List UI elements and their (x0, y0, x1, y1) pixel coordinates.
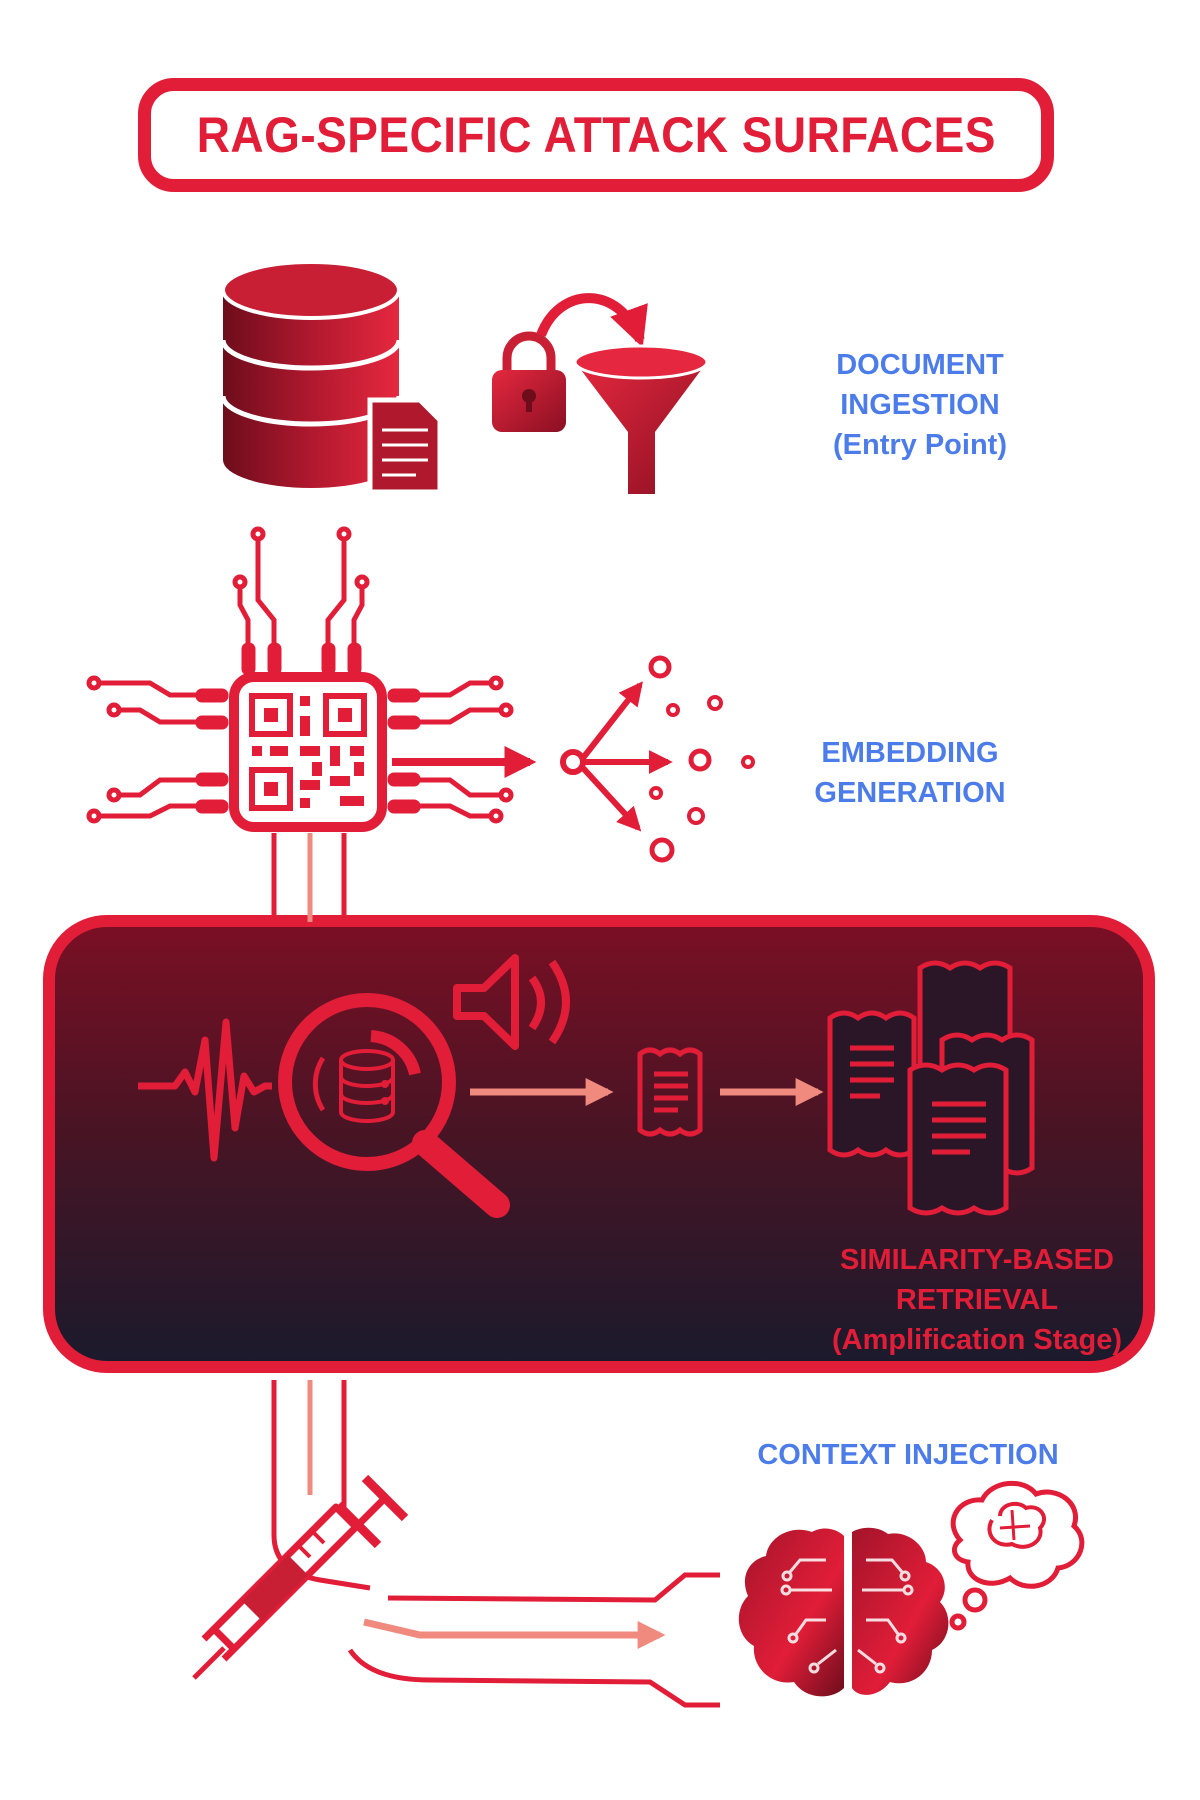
database-icon (220, 260, 402, 488)
brain-icon (738, 1527, 949, 1697)
magnifier-database-icon (278, 993, 510, 1218)
syringe-icon (192, 1474, 409, 1680)
stage-label-context-injection: CONTEXT INJECTION (757, 1439, 1059, 1471)
document-icon (367, 397, 443, 495)
title-box: RAG-SPECIFIC ATTACK SURFACES (138, 78, 1054, 192)
waveform-icon (138, 1018, 272, 1162)
speaker-icon (453, 954, 570, 1050)
curved-arrow-icon (536, 293, 648, 348)
lock-icon (492, 331, 566, 432)
document-stack-icon (827, 960, 1035, 1216)
chip-icon (86, 526, 514, 832)
diagram-title: RAG-SPECIFIC ATTACK SURFACES (196, 107, 996, 163)
vector-spread-icon (392, 655, 755, 863)
stage-label-document-ingestion: DOCUMENT INGESTION (Entry Point) (833, 349, 1007, 461)
chip-bus-lines (271, 833, 347, 922)
funnel-icon (573, 344, 709, 494)
thought-bubble-icon (949, 1480, 1085, 1631)
qr-code-icon (249, 693, 367, 811)
stage-label-embedding-generation: EMBEDDING GENERATION (814, 737, 1006, 809)
document-packet-icon (637, 1047, 703, 1137)
stage-label-similarity-retrieval: SIMILARITY-BASED RETRIEVAL (Amplificatio… (832, 1244, 1123, 1356)
